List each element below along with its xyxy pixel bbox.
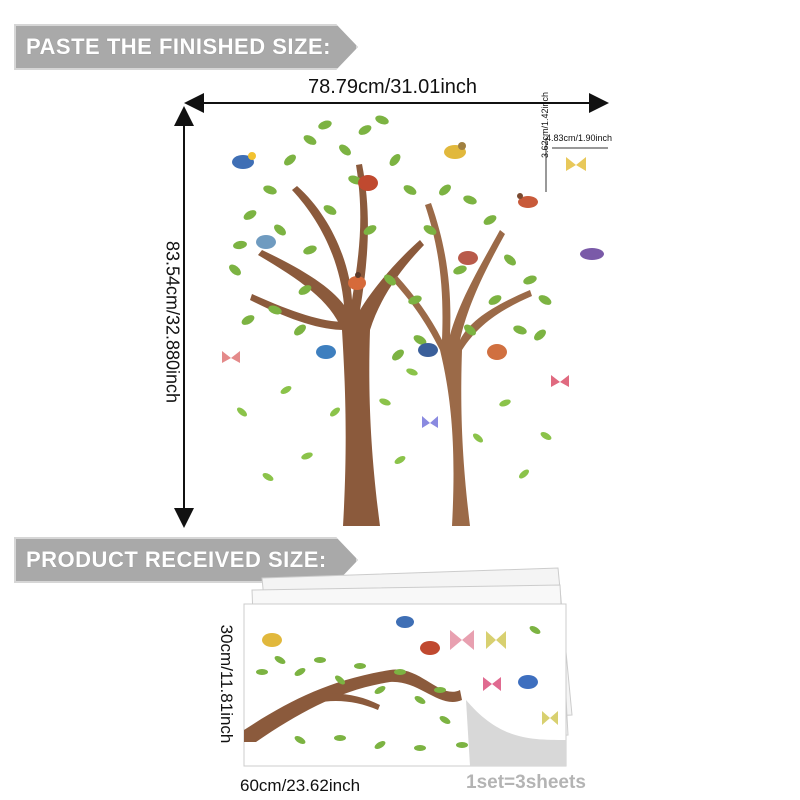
bird-icon xyxy=(316,345,336,359)
butterfly-icon xyxy=(566,157,586,171)
bird-icon xyxy=(458,251,478,265)
bird-icon xyxy=(580,248,604,260)
bird-icon xyxy=(348,272,366,290)
bird-icon xyxy=(487,344,507,360)
bird-icon xyxy=(358,175,378,191)
bird-size-arrows xyxy=(545,138,608,192)
finished-width-label: 78.79cm/31.01inch xyxy=(308,76,478,98)
butterfly-icon xyxy=(422,416,438,428)
bird-icon xyxy=(418,343,438,357)
right-tree xyxy=(392,203,532,526)
bird-width-label: 4.83cm/1.90inch xyxy=(546,133,613,143)
bird-icon xyxy=(232,152,256,169)
sheet-height-label: 30cm/11.81inch xyxy=(217,624,236,744)
received-size-banner-label: PRODUCT RECEIVED SIZE: xyxy=(26,547,327,572)
finished-size-banner: PASTE THE FINISHED SIZE: xyxy=(14,24,358,70)
bird-icon xyxy=(517,193,538,208)
bird-icon xyxy=(444,142,466,159)
left-tree xyxy=(250,164,424,526)
sticker-sheets xyxy=(243,567,573,767)
sheet-width-label: 60cm/23.62inch xyxy=(240,776,361,795)
butterfly-icon xyxy=(222,351,240,363)
bird-icon xyxy=(256,235,276,249)
finished-height-label: 83.54cm/32.880inch xyxy=(162,240,183,404)
falling-leaves xyxy=(237,368,552,481)
canopy-leaves xyxy=(229,115,552,361)
finished-size-banner-label: PASTE THE FINISHED SIZE: xyxy=(26,34,331,59)
sheet-count-label: 1set=3sheets xyxy=(466,772,586,793)
bird-height-label: 3.62cm/1.42inch xyxy=(540,91,550,158)
received-size-banner: PRODUCT RECEIVED SIZE: xyxy=(14,537,358,583)
butterfly-icon xyxy=(551,375,569,387)
